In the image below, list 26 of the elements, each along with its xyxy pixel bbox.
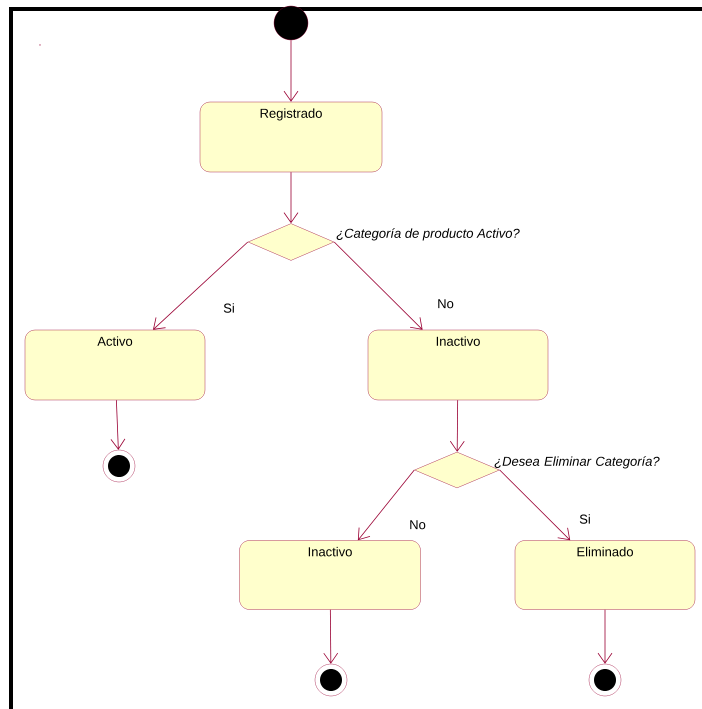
end-circle (102, 450, 136, 482)
edge-label: No (436, 298, 455, 310)
decision-diamond (248, 223, 334, 261)
end-circle (314, 664, 348, 696)
arrow (499, 470, 570, 540)
edge-label: No (408, 519, 427, 530)
arrow (110, 400, 126, 450)
start-circle (274, 6, 308, 40)
arrow (598, 609, 612, 664)
arrow (323, 609, 338, 664)
state-box: Registrado (200, 102, 382, 172)
guard-label: ¿Categoría de producto Activo? (336, 228, 520, 240)
arrow (450, 400, 465, 452)
arrow (358, 470, 415, 540)
arrow (334, 242, 423, 330)
end-circle (588, 664, 622, 696)
arrow (284, 40, 298, 102)
state-box: Inactivo (368, 330, 548, 400)
state-box: Inactivo (239, 540, 421, 610)
state-box: Activo (24, 330, 206, 400)
arrow (284, 172, 298, 224)
edge-label: Si (578, 513, 592, 525)
arrow (152, 242, 248, 330)
edge-label: Si (222, 302, 236, 314)
guard-label: ¿Desea Eliminar Categoría? (494, 456, 660, 468)
state-box: Eliminado (514, 540, 696, 610)
